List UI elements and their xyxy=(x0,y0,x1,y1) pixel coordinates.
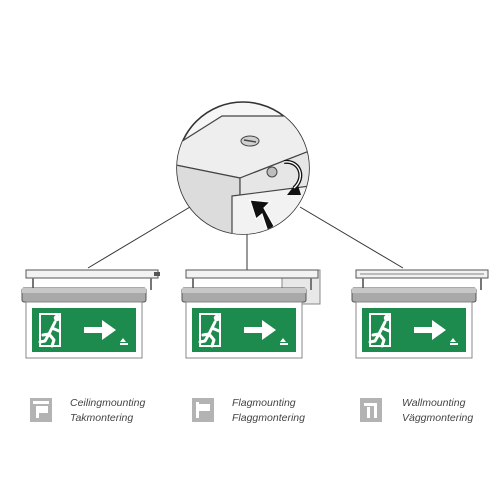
up-arrow-icon xyxy=(249,199,275,234)
caption-wall-sv: Väggmontering xyxy=(402,412,474,424)
flag-mount-sign xyxy=(181,269,321,359)
caption-ceiling: Ceilingmounting Takmontering xyxy=(70,396,145,426)
caption-flag: Flagmounting Flaggmontering xyxy=(232,396,305,426)
caption-ceiling-en: Ceilingmounting xyxy=(70,397,146,409)
connector-line-ceiling xyxy=(87,206,191,269)
caption-wall: Wallmounting Väggmontering xyxy=(402,396,473,426)
caption-flag-sv: Flaggmontering xyxy=(232,412,305,424)
rotate-arrow-icon xyxy=(283,159,303,195)
caption-wall-en: Wallmounting xyxy=(402,397,466,409)
wall-mount-sign xyxy=(351,269,489,359)
caption-flag-en: Flagmounting xyxy=(232,397,296,409)
connector-line-wall xyxy=(299,206,404,269)
ceiling-mount-sign xyxy=(21,269,160,359)
wall-mount-icon xyxy=(360,398,382,422)
detail-magnifier xyxy=(176,101,310,235)
ceiling-mount-icon xyxy=(30,398,52,422)
caption-ceiling-sv: Takmontering xyxy=(70,412,134,424)
flag-mount-icon xyxy=(192,398,214,422)
screw-icon xyxy=(240,135,260,147)
